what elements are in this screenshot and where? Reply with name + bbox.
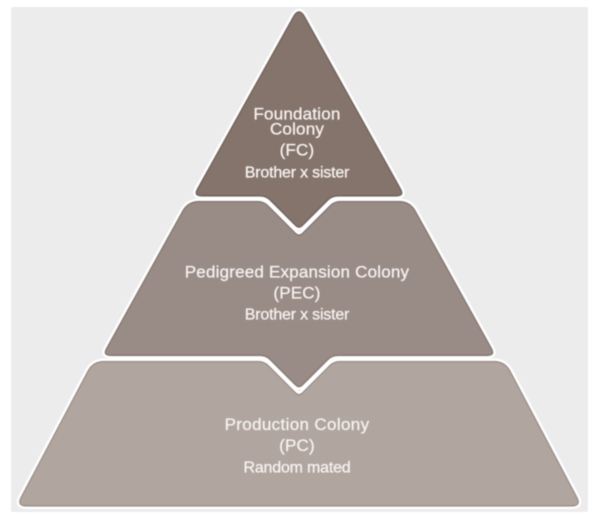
svg-text:Foundation: Foundation <box>253 105 340 124</box>
svg-text:(PC): (PC) <box>279 436 315 455</box>
svg-text:(PEC): (PEC) <box>273 284 320 303</box>
svg-text:Brother x sister: Brother x sister <box>245 165 350 182</box>
svg-text:Production Colony: Production Colony <box>225 415 370 434</box>
svg-text:Brother x sister: Brother x sister <box>245 307 350 324</box>
svg-text:(FC): (FC) <box>280 141 315 160</box>
svg-text:Colony: Colony <box>270 120 324 139</box>
svg-text:Random mated: Random mated <box>244 460 351 477</box>
svg-text:Pedigreed Expansion Colony: Pedigreed Expansion Colony <box>185 263 410 282</box>
